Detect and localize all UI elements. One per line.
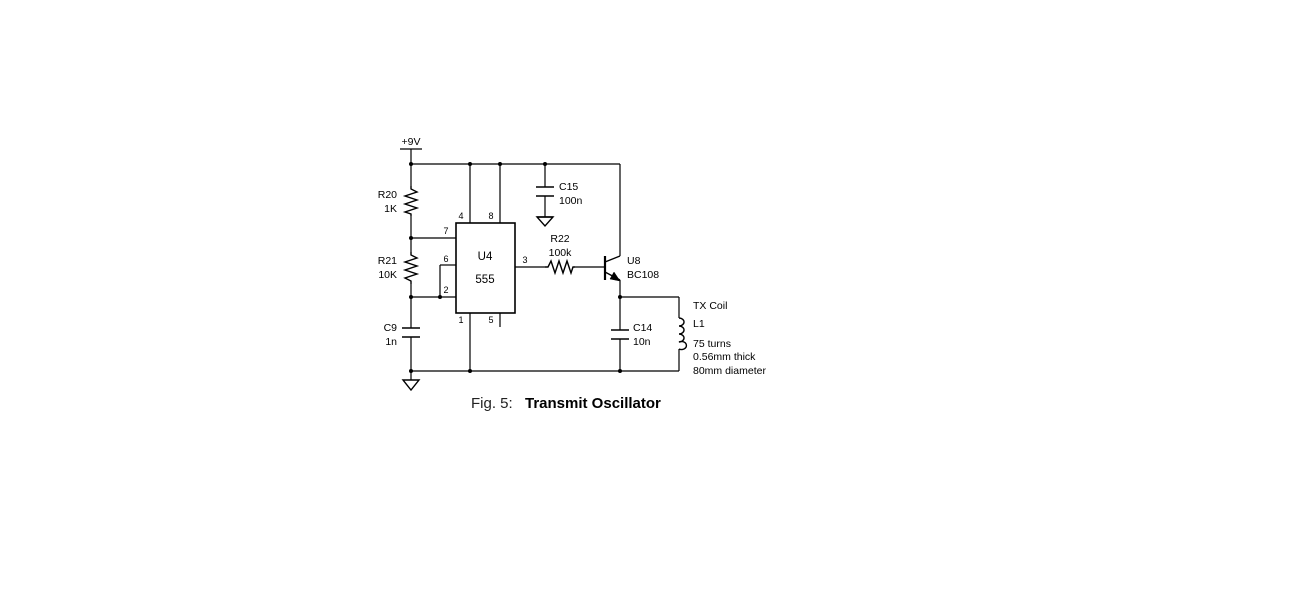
u4-pin4-label: 4 xyxy=(458,211,463,221)
u4-pin6-label: 6 xyxy=(443,254,448,264)
r21-resistor-symbol xyxy=(402,252,420,284)
r20-value-label: 1K xyxy=(384,203,397,215)
c15-ref-label: C15 xyxy=(559,181,578,193)
junction-dot xyxy=(409,295,413,299)
l1-spec-diameter: 80mm diameter xyxy=(693,365,766,377)
junction-dot xyxy=(468,162,472,166)
junctions xyxy=(409,162,622,373)
l1-title-label: TX Coil xyxy=(693,300,727,312)
u4-pin1-label: 1 xyxy=(458,315,463,325)
junction-dot xyxy=(618,369,622,373)
ground-icon xyxy=(401,379,421,392)
u4-chip-body xyxy=(455,222,516,314)
u4-pin3-label: 3 xyxy=(522,255,527,265)
junction-dot xyxy=(409,236,413,240)
junction-dot xyxy=(498,162,502,166)
u4-value-label: 555 xyxy=(475,274,494,286)
r22-value-label: 100k xyxy=(549,247,573,259)
u4-pin2-label: 2 xyxy=(443,285,448,295)
c15-value-label: 100n xyxy=(559,195,583,207)
wires xyxy=(400,148,680,380)
r21-value-label: 10K xyxy=(378,269,397,281)
u4-pin8-label: 8 xyxy=(488,211,493,221)
r22-ref-label: R22 xyxy=(550,233,569,245)
c9-value-label: 1n xyxy=(385,336,397,348)
figure-title: Transmit Oscillator xyxy=(525,395,661,412)
u4-pin7-label: 7 xyxy=(443,226,448,236)
l1-ref-label: L1 xyxy=(693,318,705,330)
u4-pin5-label: 5 xyxy=(488,315,493,325)
r22-resistor-symbol xyxy=(545,258,575,276)
figure-number: Fig. 5: xyxy=(471,395,513,412)
u8-value-label: BC108 xyxy=(627,269,659,281)
c14-value-label: 10n xyxy=(633,336,651,348)
ground-icon xyxy=(535,216,555,228)
junction-dot xyxy=(543,162,547,166)
l1-coil-symbol xyxy=(678,317,688,351)
r21-ref-label: R21 xyxy=(378,255,397,267)
junction-dot xyxy=(438,295,442,299)
c15-capacitor-symbol xyxy=(536,186,554,197)
r20-ref-label: R20 xyxy=(378,189,397,201)
c9-ref-label: C9 xyxy=(384,322,398,334)
c14-ref-label: C14 xyxy=(633,322,652,334)
l1-spec-turns: 75 turns xyxy=(693,338,731,350)
junction-dot xyxy=(409,369,413,373)
junction-dot xyxy=(409,162,413,166)
c9-capacitor-symbol xyxy=(402,327,420,338)
l1-spec-thickness: 0.56mm thick xyxy=(693,351,756,363)
junction-dot xyxy=(468,369,472,373)
supply-label: +9V xyxy=(402,136,421,148)
u8-ref-label: U8 xyxy=(627,255,641,267)
u4-ref-label: U4 xyxy=(478,251,493,263)
r20-resistor-symbol xyxy=(402,186,420,216)
u8-transistor-symbol xyxy=(603,255,621,282)
c14-capacitor-symbol xyxy=(611,329,629,340)
junction-dot xyxy=(618,295,622,299)
